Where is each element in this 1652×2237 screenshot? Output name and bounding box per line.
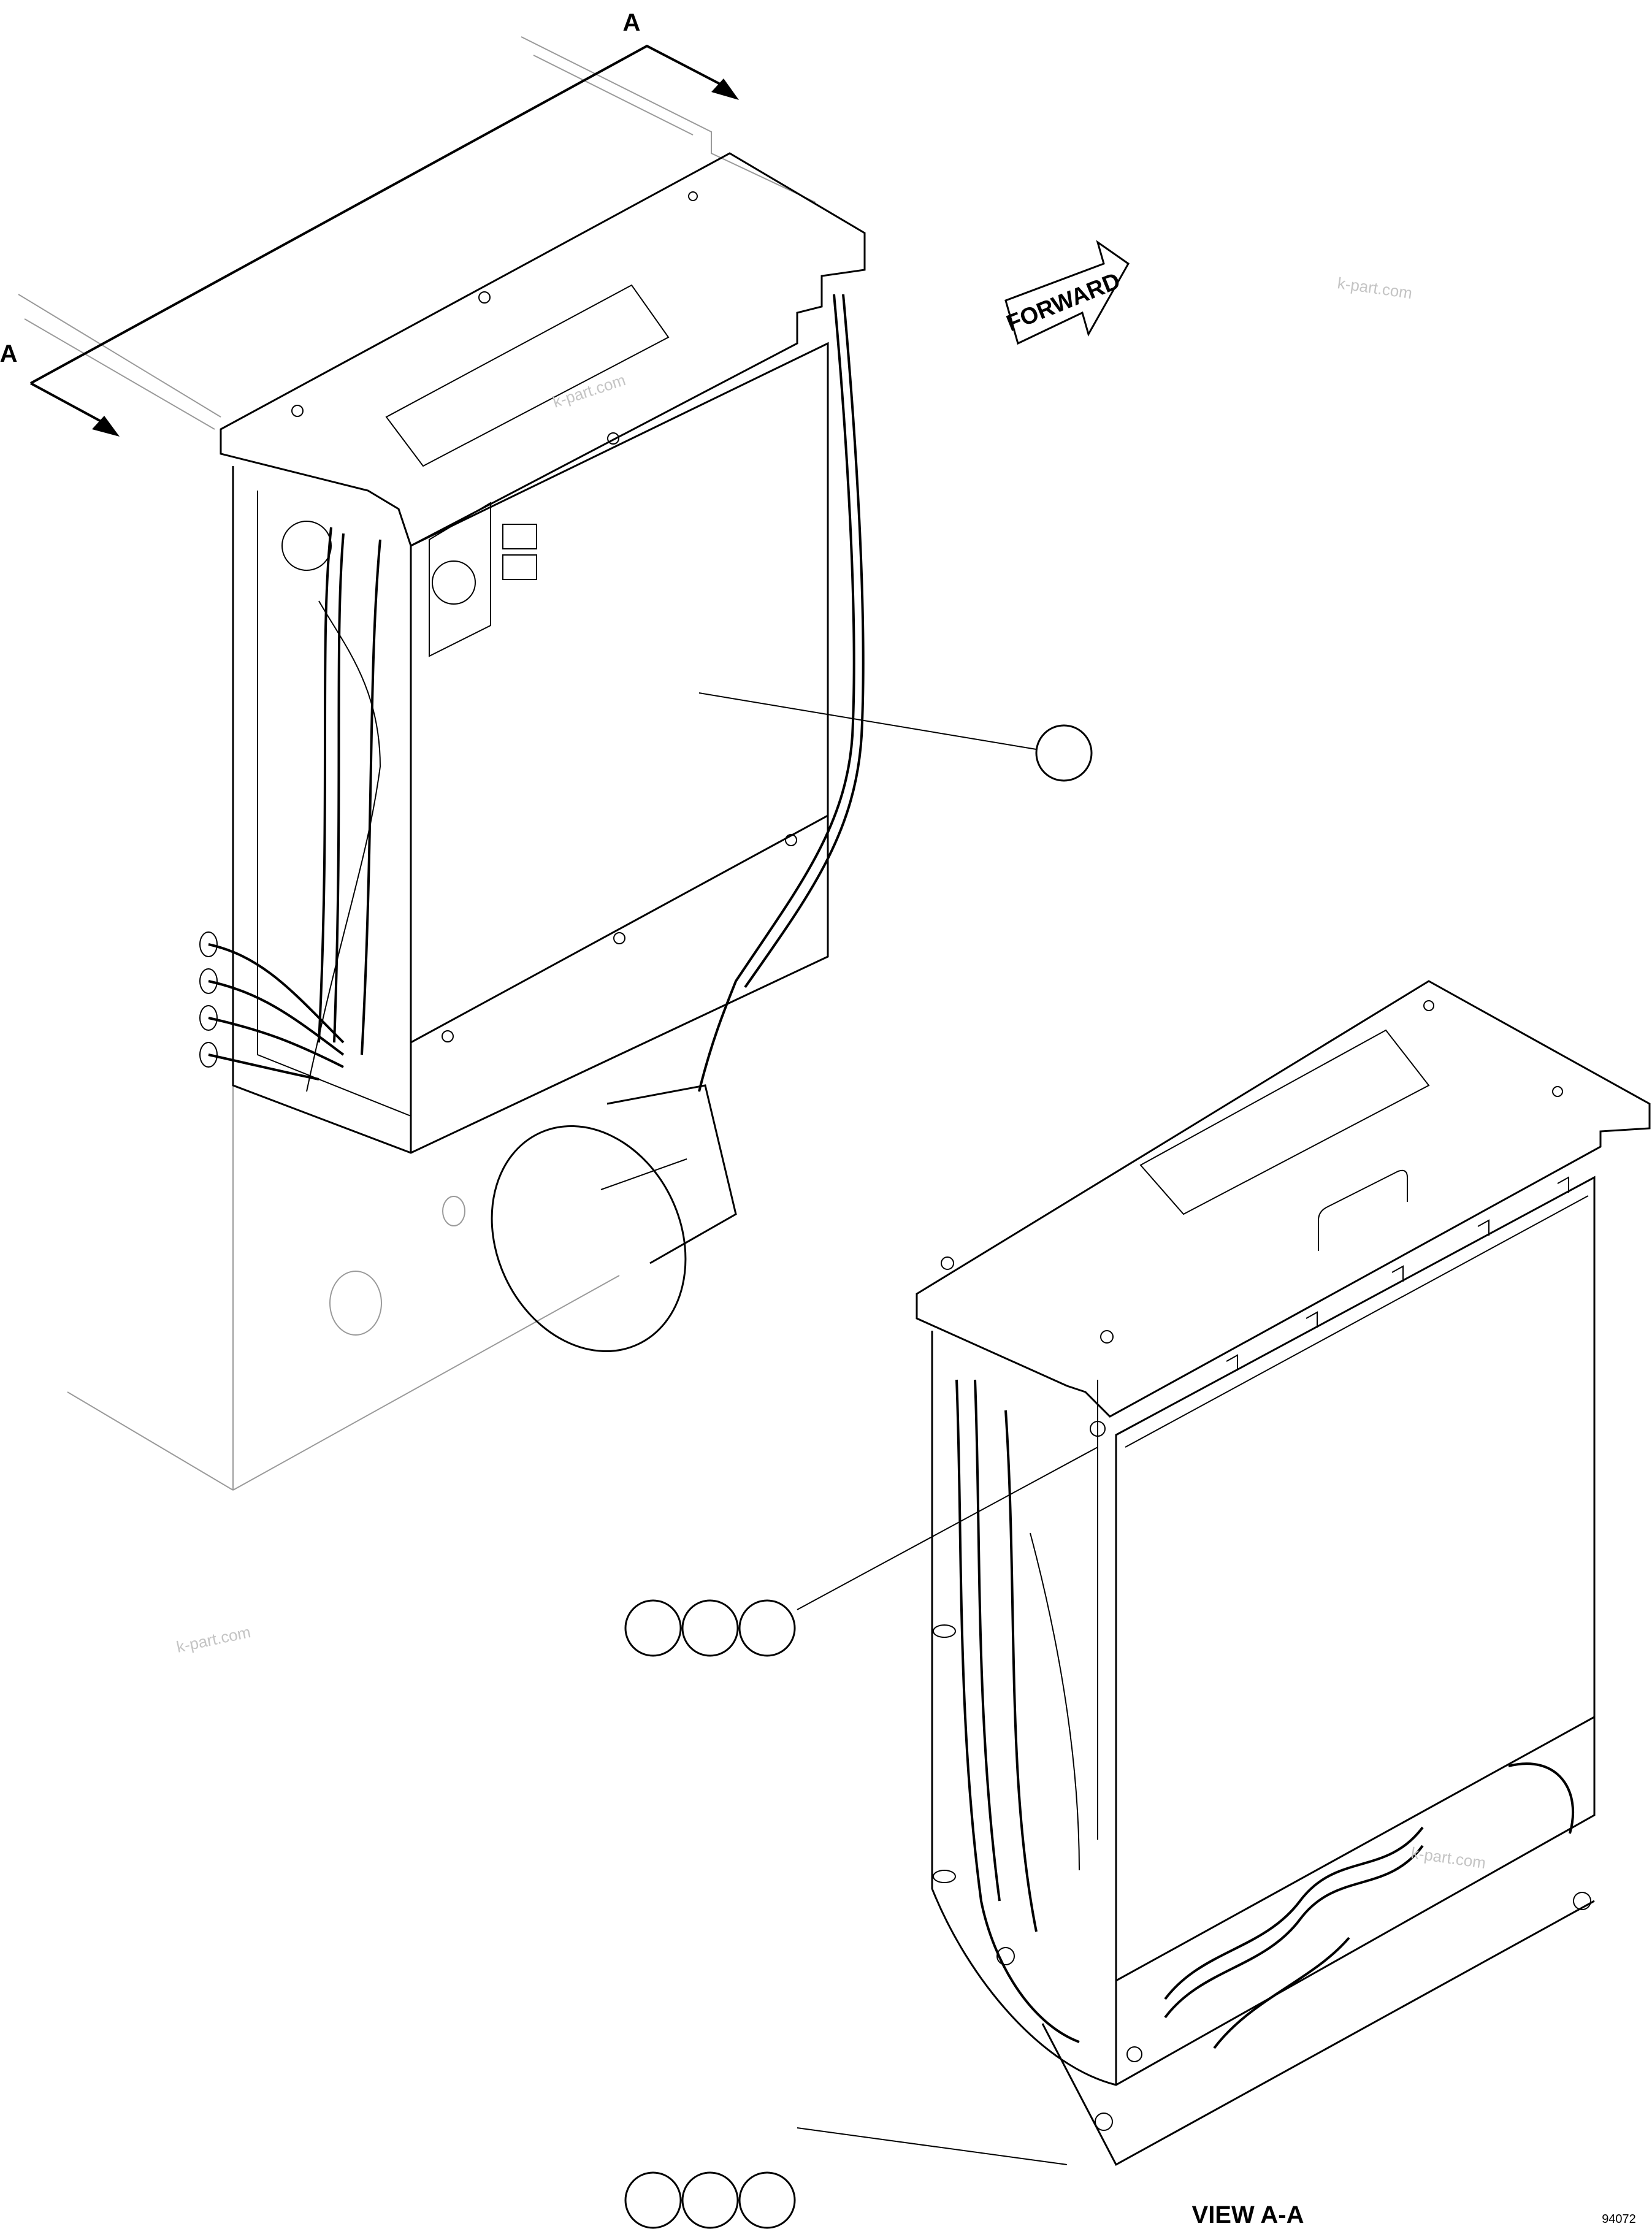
- section-mark-top: A: [623, 9, 641, 36]
- drawing-number: 94072: [1602, 2212, 1636, 2226]
- view-title: VIEW A-A: [1192, 2201, 1304, 2228]
- callout-balloon: [681, 2171, 739, 2229]
- view-a-a-assembly: [916, 980, 1651, 2166]
- watermark: k-part.com: [1410, 1843, 1487, 1872]
- callout-balloon-group-top-clip: [624, 1599, 796, 1657]
- watermark: k-part.com: [175, 1623, 252, 1656]
- watermark: k-part.com: [551, 370, 628, 411]
- leader-lines: [698, 692, 1098, 2165]
- section-arrow-top: [711, 78, 739, 100]
- callout-balloon: [624, 1599, 682, 1657]
- callout-balloon: [738, 2171, 796, 2229]
- callout-balloon-main-panel: [1035, 724, 1093, 782]
- callout-balloon: [738, 1599, 796, 1657]
- section-arrow-left: [92, 416, 120, 437]
- callout-balloon-group-bottom-bracket: [624, 2171, 796, 2229]
- section-cut-line: A A: [0, 9, 739, 437]
- section-mark-left: A: [0, 340, 17, 367]
- installed-cooler-assembly: [18, 36, 866, 1491]
- callout-balloon: [681, 1599, 739, 1657]
- watermark: k-part.com: [1336, 273, 1413, 302]
- callout-balloon: [624, 2171, 682, 2229]
- forward-arrow: FORWARD: [1003, 240, 1130, 345]
